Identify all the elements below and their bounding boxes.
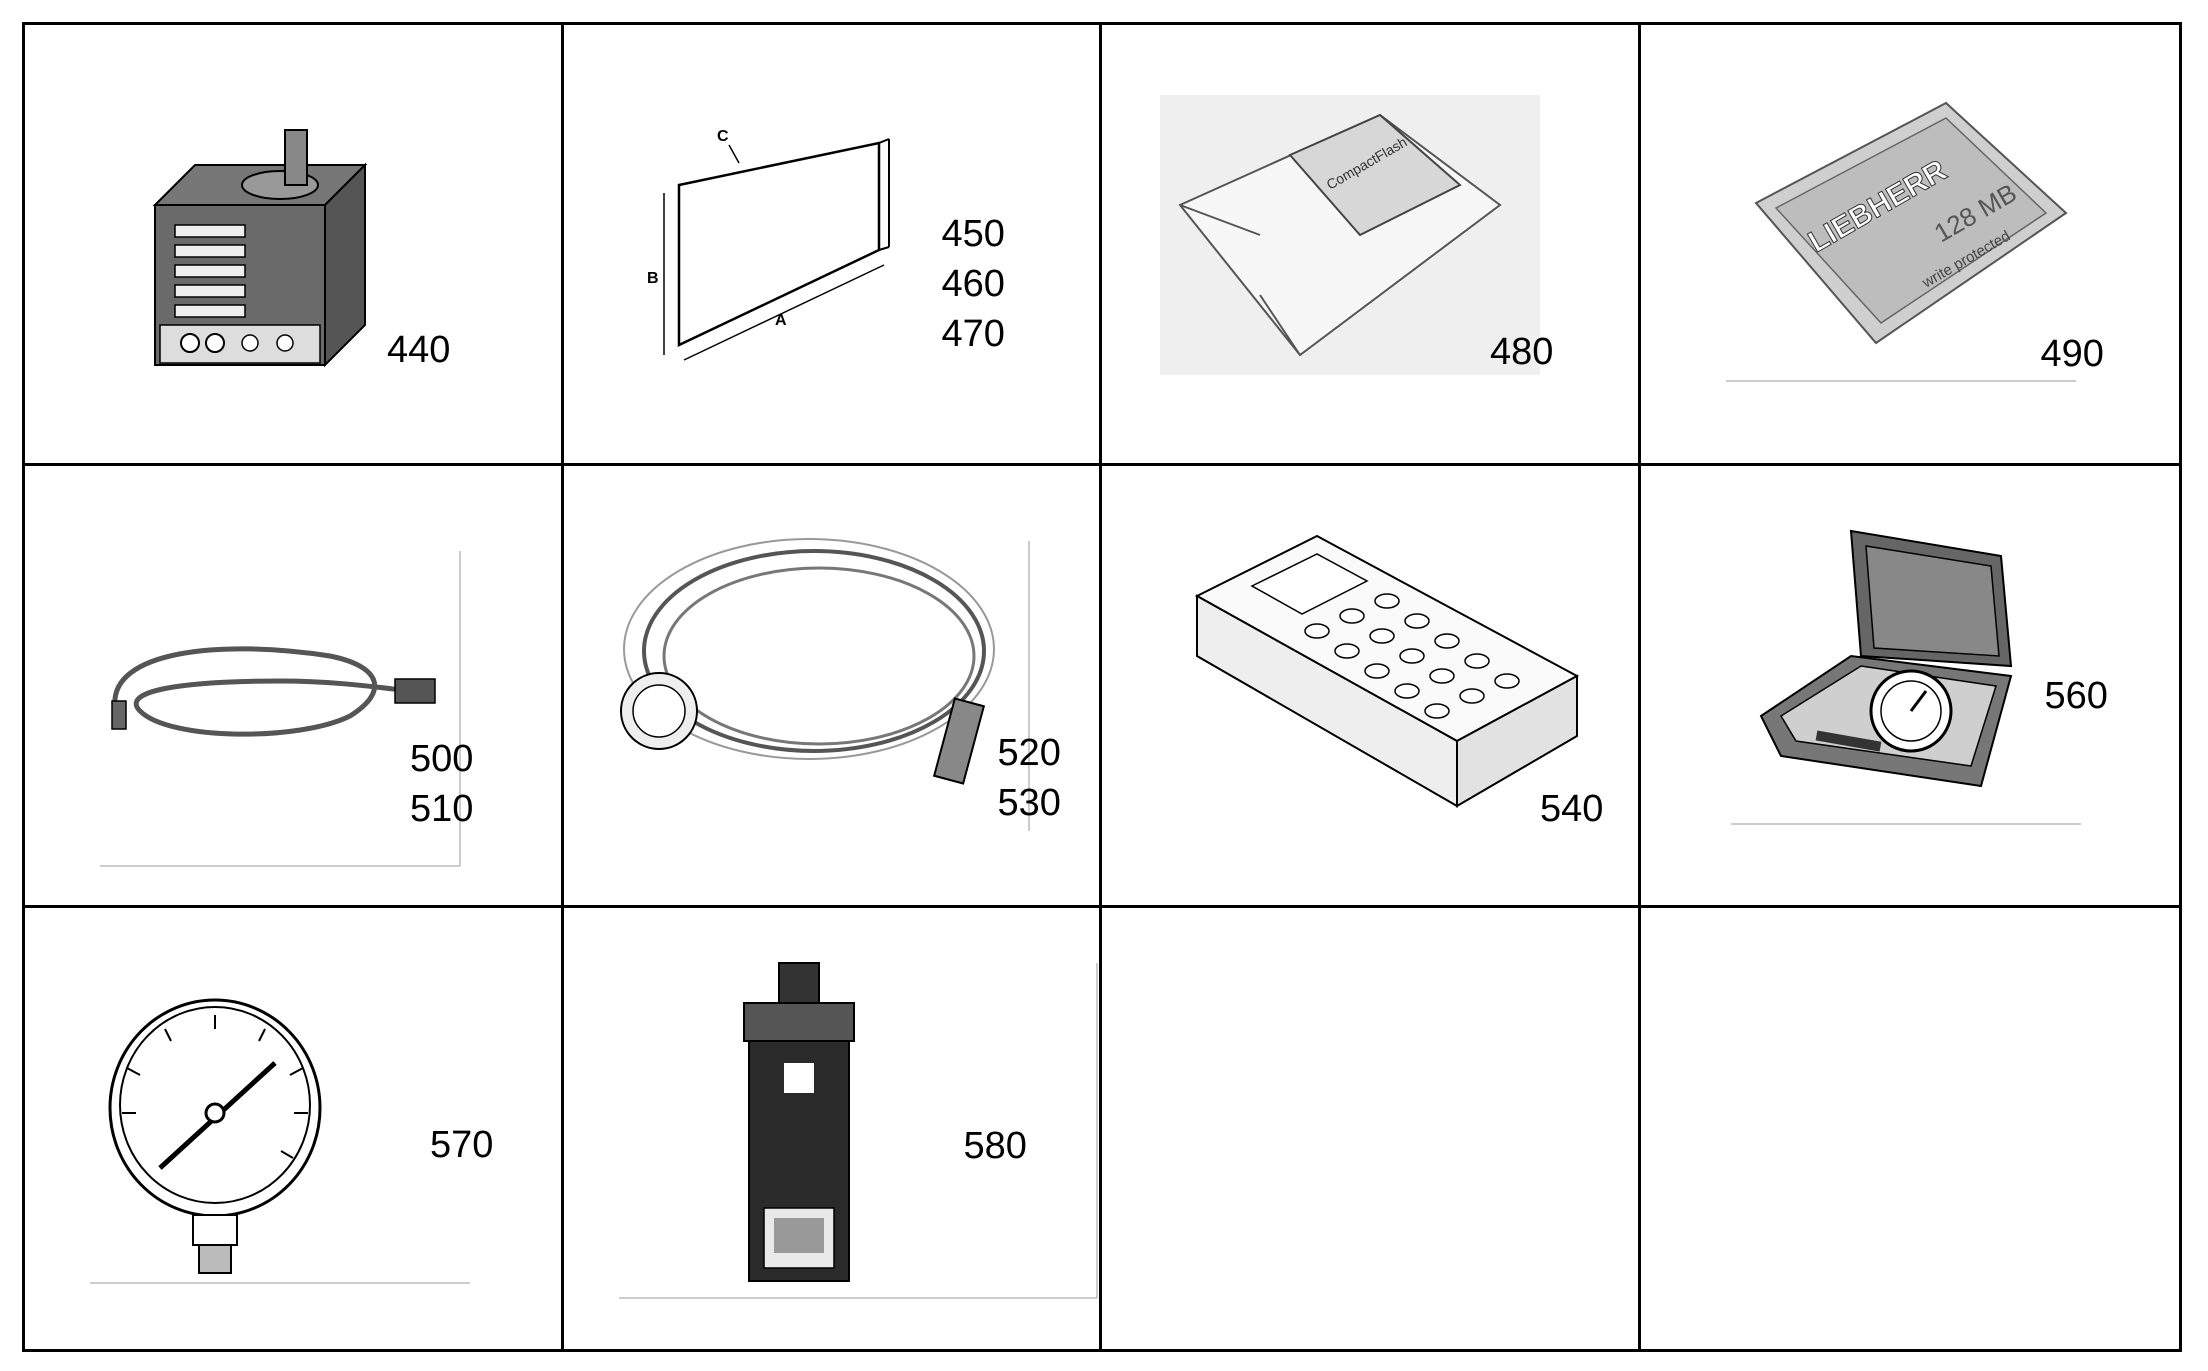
- cell-memory-card: LIEBHERR 128 MB write protected 490: [1640, 25, 2179, 467]
- gauge-case-image: [1730, 530, 2081, 826]
- part-number-530: 530: [997, 782, 1061, 825]
- dim-label-c: C: [717, 128, 729, 145]
- cell-handheld-terminal: 540: [1102, 466, 1641, 908]
- cell-power-supply: 440: [25, 25, 564, 467]
- cell-card-adapter: CompactFlash 480: [1102, 25, 1641, 467]
- part-number-500: 500: [410, 738, 474, 781]
- cell-cable-long: 520 530: [563, 466, 1102, 908]
- cell-empty-2: [1641, 908, 2180, 1349]
- meter-image: [618, 961, 1098, 1299]
- part-number-470: 470: [941, 313, 1005, 355]
- part-numbers-cable-short: 500 510: [410, 734, 473, 834]
- part-number-510: 510: [410, 788, 474, 831]
- dim-label-a: A: [775, 312, 787, 329]
- part-number-570: 570: [430, 1123, 494, 1166]
- part-number-480: 480: [1490, 331, 1554, 373]
- part-number-540: 540: [1540, 788, 1604, 831]
- power-supply-image: [152, 129, 368, 368]
- part-number-520: 520: [997, 732, 1061, 775]
- pressure-gauge-image: [90, 998, 470, 1284]
- cable-short-image: [100, 551, 461, 868]
- part-number-490: 490: [2040, 333, 2104, 375]
- dim-label-b: B: [647, 270, 659, 287]
- part-number-450: 450: [941, 213, 1005, 255]
- parts-table: 440 B A C 450 460 470 CompactFlash: [22, 22, 2182, 1352]
- cell-empty-1: [1102, 907, 1641, 1349]
- cell-gauge-case: 560: [1640, 466, 2179, 908]
- cable-long-image: [619, 538, 1030, 832]
- cell-meter: 580: [564, 907, 1102, 1349]
- cell-cable-short: 500 510: [25, 466, 564, 908]
- card-adapter-image: CompactFlash: [1160, 95, 1540, 375]
- part-numbers-cable-long: 520 530: [998, 728, 1061, 828]
- panel-image: B A C: [647, 128, 890, 361]
- handheld-terminal-image: [1194, 535, 1580, 809]
- part-number-460: 460: [941, 263, 1005, 305]
- part-number-560: 560: [2044, 675, 2108, 718]
- part-number-440: 440: [387, 329, 451, 371]
- cell-pressure-gauge: 570: [25, 907, 564, 1349]
- cell-panel: B A C 450 460 470: [563, 25, 1102, 467]
- memory-card-image: LIEBHERR 128 MB write protected: [1725, 101, 2076, 382]
- part-number-580: 580: [963, 1124, 1027, 1167]
- part-numbers-panel: 450 460 470: [942, 209, 1005, 359]
